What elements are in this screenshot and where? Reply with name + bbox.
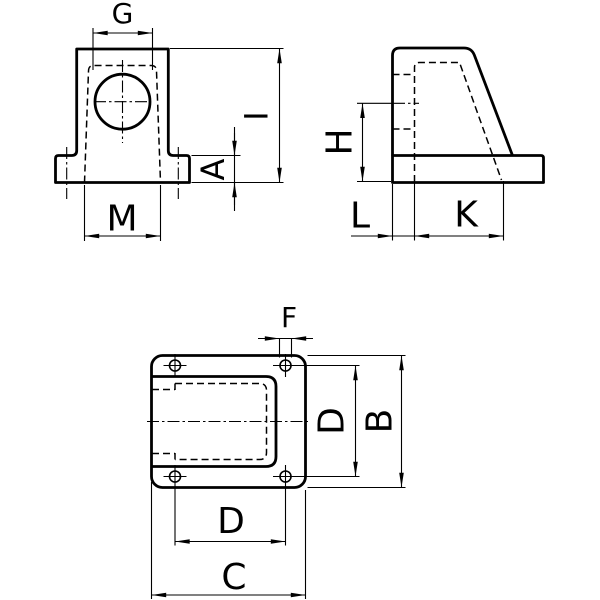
dim-label-D-horizontal: D xyxy=(217,501,245,542)
front-outline xyxy=(54,47,191,184)
dimension-L-K: L K xyxy=(350,181,505,241)
dim-label-F: F xyxy=(281,301,297,334)
dim-label-K: K xyxy=(454,195,479,236)
front-view: G I A M xyxy=(54,0,284,241)
dim-label-C: C xyxy=(221,557,246,598)
dimension-A: A xyxy=(191,127,241,211)
dimension-D-horizontal: D xyxy=(174,465,287,546)
plan-view: F D B D C xyxy=(147,301,406,599)
dimension-B: B xyxy=(307,354,406,489)
dimension-D-vertical: D xyxy=(273,364,360,478)
dimension-M: M xyxy=(83,185,162,241)
dim-label-I: I xyxy=(238,111,276,120)
side-hidden-cavity xyxy=(413,61,503,182)
dim-label-M: M xyxy=(106,199,137,240)
dim-label-B: B xyxy=(360,409,401,434)
dimension-H: H xyxy=(320,102,393,183)
dimension-C: C xyxy=(150,482,307,599)
dimension-F: F xyxy=(258,301,313,358)
dimension-G: G xyxy=(92,0,154,70)
dim-label-L: L xyxy=(350,196,370,237)
dim-label-G: G xyxy=(112,0,134,30)
dim-label-A: A xyxy=(194,158,232,180)
side-view: H L K xyxy=(320,46,545,241)
dimension-I: I xyxy=(170,47,284,184)
dim-label-D-vertical: D xyxy=(312,407,353,435)
side-outline-tower xyxy=(391,46,514,156)
side-outline-base xyxy=(391,154,545,184)
dim-label-H: H xyxy=(320,128,361,155)
